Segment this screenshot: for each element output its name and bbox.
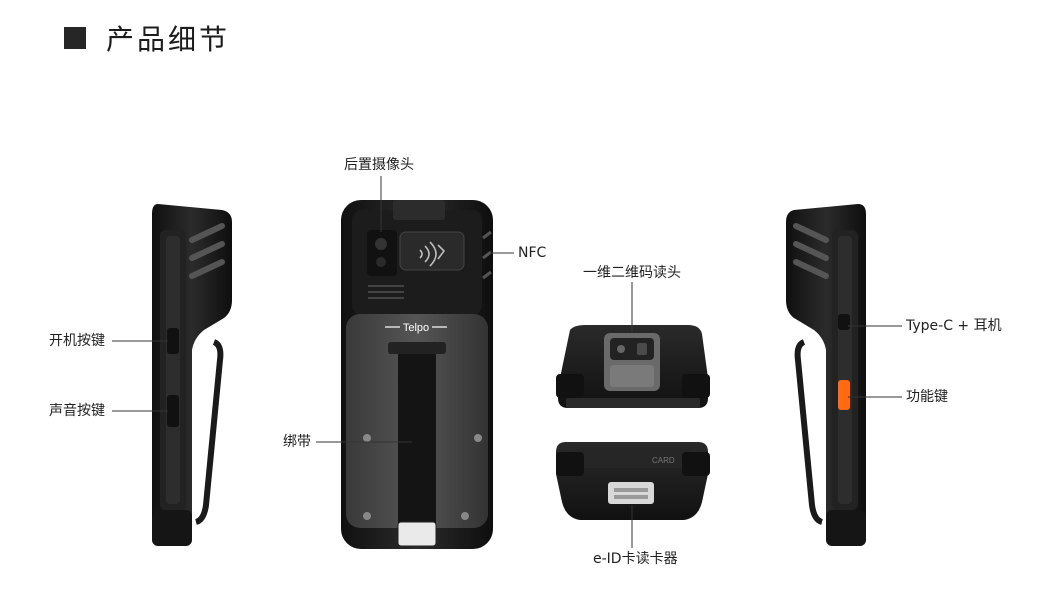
- bottom-view: CARD: [556, 442, 710, 520]
- card-slot-label: CARD: [652, 456, 675, 465]
- callout-barcode-reader: 一维二维码读头: [583, 265, 681, 281]
- barcode-scanner-window: [610, 338, 654, 360]
- callout-eid-reader: e-ID卡读卡器: [593, 551, 678, 567]
- brand-logo: Telpo: [403, 322, 429, 334]
- callout-lines: [112, 176, 902, 548]
- callout-strap: 绑带: [283, 434, 311, 450]
- callout-rear-camera: 后置摄像头: [344, 157, 414, 173]
- typec-port: [838, 314, 850, 330]
- right-side-view: [786, 204, 866, 546]
- callout-function-key: 功能键: [906, 389, 948, 405]
- title-square-icon: [64, 27, 86, 49]
- top-view: [556, 325, 710, 408]
- callout-typec-earphone: Type-C + 耳机: [906, 318, 1002, 334]
- header: 产品细节: [0, 0, 1040, 70]
- eid-card-reader-slot: [608, 482, 654, 504]
- nfc-icon: [419, 241, 446, 267]
- power-button: [167, 328, 179, 354]
- hand-strap: [398, 346, 436, 536]
- callout-volume-key: 声音按键: [49, 403, 105, 419]
- callout-power-key: 开机按键: [49, 333, 105, 349]
- rear-camera: [367, 230, 397, 276]
- left-side-view: [152, 204, 232, 546]
- page-title: 产品细节: [106, 23, 231, 56]
- volume-button: [167, 395, 179, 427]
- back-view: Telpo: [341, 200, 493, 549]
- function-button: [838, 380, 850, 410]
- callout-nfc: NFC: [518, 245, 547, 261]
